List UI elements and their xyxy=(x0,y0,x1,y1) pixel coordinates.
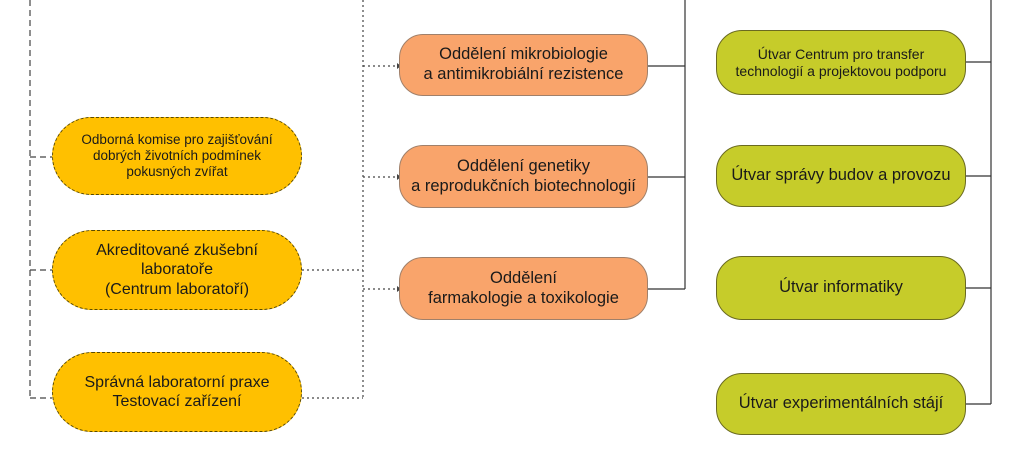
informatics-unit-box: Útvar informatiky xyxy=(716,256,966,320)
technology-transfer-unit-box: Útvar Centrum pro transfer technologií a… xyxy=(716,30,966,95)
buildings-unit-box: Útvar správy budov a provozu xyxy=(716,145,966,207)
experimental-stables-unit-box: Útvar experimentálních stájí xyxy=(716,373,966,435)
microbiology-department-box: Oddělení mikrobiologie a antimikrobiální… xyxy=(399,34,648,96)
pharmacology-department-box: Oddělení farmakologie a toxikologie xyxy=(399,257,648,320)
accredited-labs-box: Akreditované zkušební laboratoře (Centru… xyxy=(52,230,302,310)
genetics-department-box: Oddělení genetiky a reprodukčních biotec… xyxy=(399,145,648,208)
commission-box: Odborná komise pro zajišťování dobrých ž… xyxy=(52,117,302,195)
glp-box: Správná laboratorní praxe Testovací zaří… xyxy=(52,352,302,432)
